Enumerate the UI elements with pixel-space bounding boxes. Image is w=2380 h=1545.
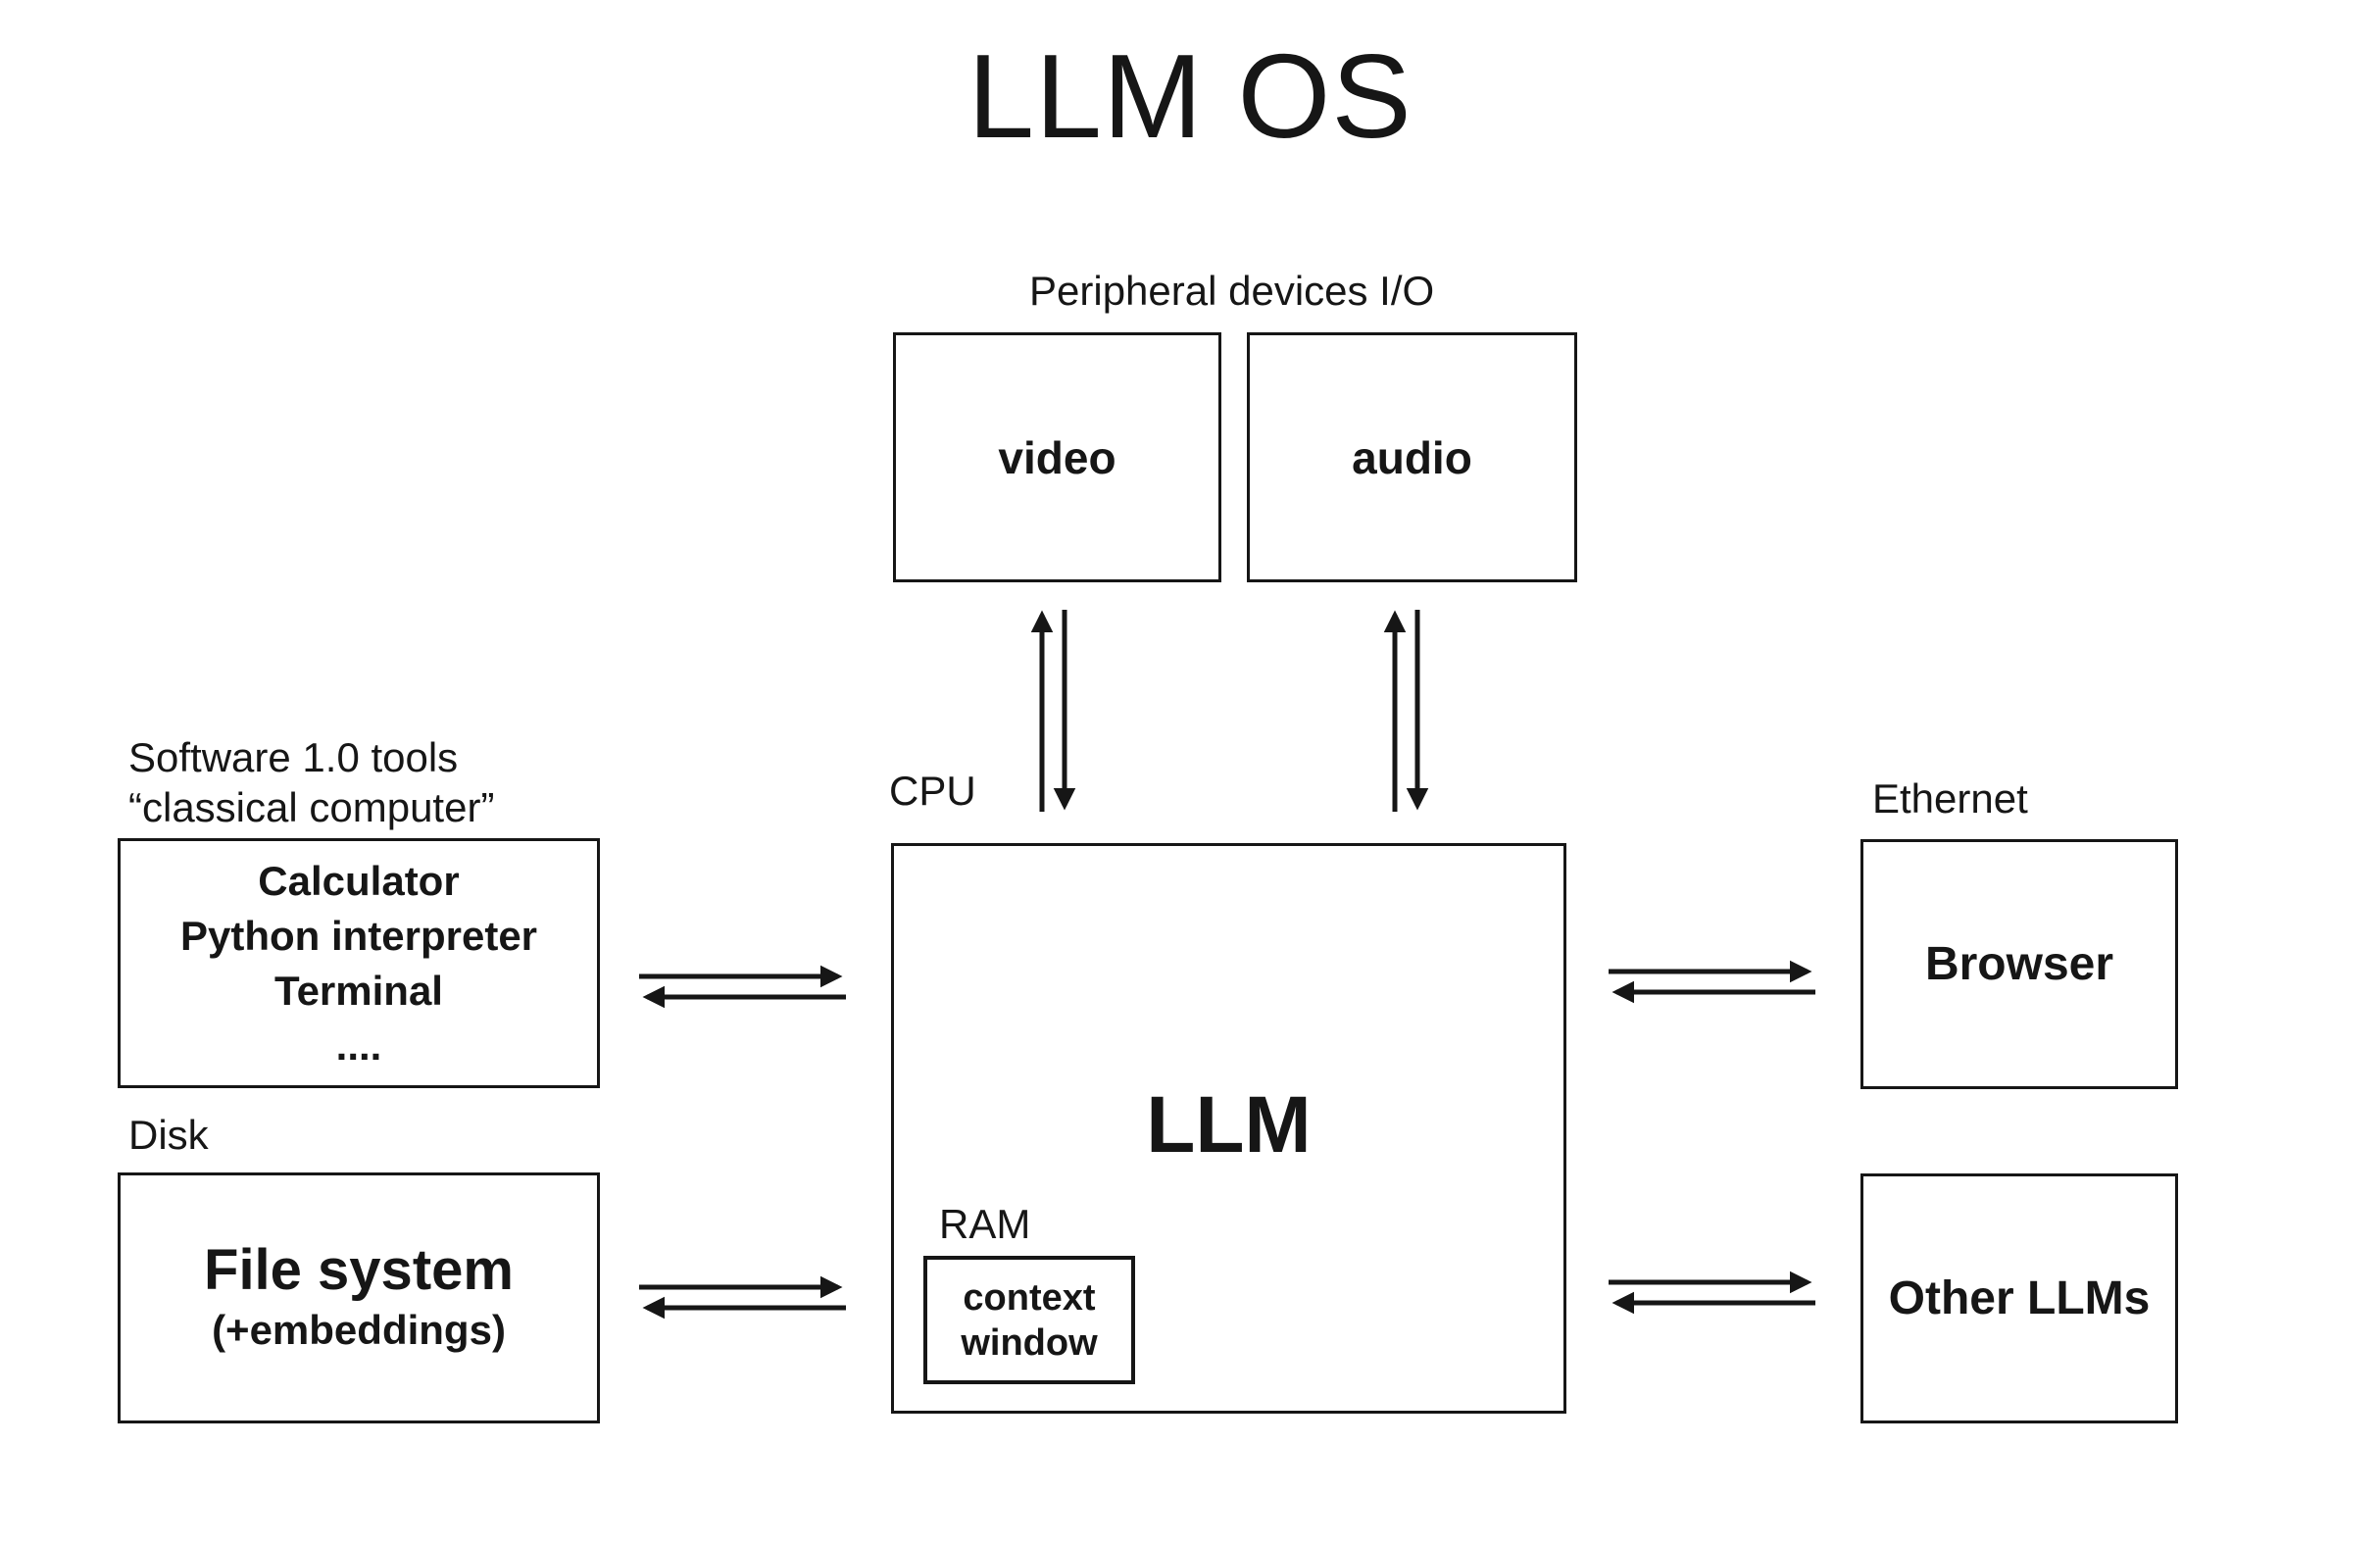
audio-box: audio: [1247, 332, 1577, 582]
arrow-pair-disk-cpu: [639, 1275, 846, 1320]
disk-label: Disk: [128, 1112, 209, 1158]
context-window-box: context window: [923, 1256, 1135, 1384]
tools-item-calculator: Calculator: [258, 857, 460, 904]
arrow-pair-cpu-browser: [1609, 960, 1815, 1004]
arrow-pair-tools-cpu: [639, 965, 846, 1009]
tools-item-python-interpreter: Python interpreter: [179, 912, 538, 959]
arrow-pair-cpu-other-llms: [1609, 1271, 1815, 1315]
software-tools-label-line1: Software 1.0 tools: [128, 734, 459, 780]
diagram-title: LLM OS: [967, 29, 1413, 163]
arrow-pair-audio-cpu: [1383, 610, 1429, 812]
llm-name: LLM: [1146, 1080, 1312, 1170]
peripheral-devices-label: Peripheral devices I/O: [1029, 268, 1435, 314]
other-llms-box: Other LLMs: [1860, 1173, 2178, 1423]
arrow-pair-video-cpu: [1030, 610, 1076, 812]
software-tools-box: Calculator Python interpreter Terminal .…: [118, 838, 600, 1088]
file-system-name: File system: [204, 1238, 514, 1302]
ethernet-label: Ethernet: [1872, 775, 2028, 822]
ram-label: RAM: [939, 1201, 1031, 1247]
context-window-label: context window: [961, 1276, 1098, 1364]
audio-box-label: audio: [1352, 431, 1472, 483]
cpu-llm-box: LLM RAM context window: [891, 843, 1566, 1414]
video-box-label: video: [998, 431, 1116, 483]
cpu-label: CPU: [889, 768, 976, 814]
file-system-detail: (+embeddings): [212, 1307, 506, 1353]
software-tools-label: Software 1.0 tools “classical computer”: [128, 732, 494, 832]
tools-item-terminal: Terminal: [274, 967, 443, 1014]
video-box: video: [893, 332, 1221, 582]
software-tools-label-line2: “classical computer”: [128, 784, 495, 830]
tools-item-ellipsis: ....: [335, 1022, 382, 1069]
browser-box: Browser: [1860, 839, 2178, 1089]
file-system-box: File system (+embeddings): [118, 1172, 600, 1423]
browser-box-label: Browser: [1924, 937, 2114, 990]
other-llms-box-label: Other LLMs: [1888, 1271, 2151, 1324]
